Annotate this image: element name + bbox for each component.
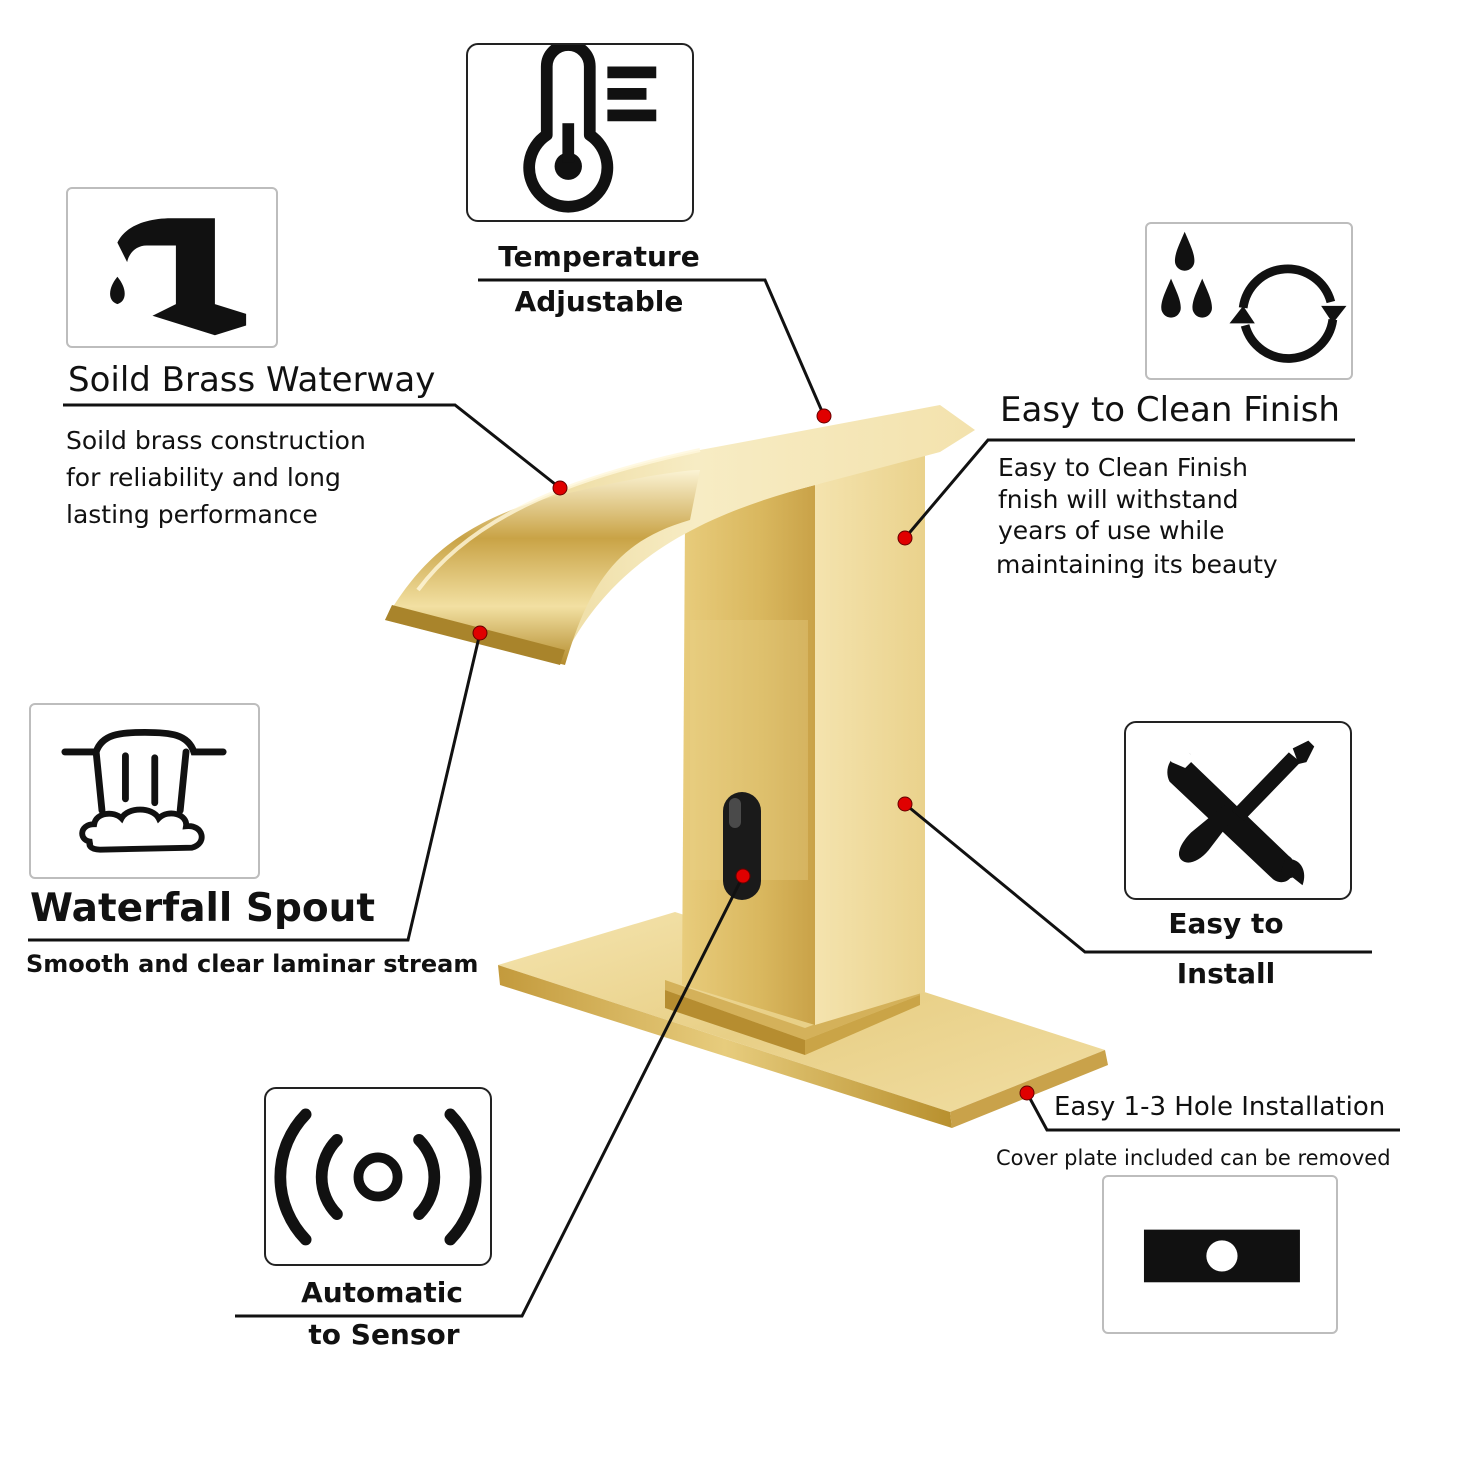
marker-temperature <box>816 408 832 424</box>
sensor-title-line1: Automatic <box>301 1276 463 1309</box>
callout-line-waterway <box>63 403 561 490</box>
callout-line-hole <box>1025 1092 1400 1132</box>
waterfall-icon <box>61 728 227 853</box>
waterfall-icon-box <box>29 703 260 879</box>
marker-waterway <box>552 480 568 496</box>
sensor-window <box>723 792 761 900</box>
thermometer-icon <box>523 45 657 213</box>
marker-install <box>897 796 913 812</box>
drops-cycle-icon <box>1161 231 1347 363</box>
callout-lines <box>28 278 1400 1318</box>
markers <box>472 408 1035 1101</box>
install-title-line2: Install <box>1176 957 1276 990</box>
marker-waterfall <box>472 625 488 641</box>
single-hole-plate-icon <box>1143 1229 1300 1283</box>
waterway-title: Soild Brass Waterway <box>68 360 436 400</box>
waterfall-title: Waterfall Spout <box>30 886 376 931</box>
clean-finish-title: Easy to Clean Finish <box>1000 390 1340 430</box>
callout-line-sensor <box>235 875 745 1318</box>
clean-finish-desc-line1: Easy to Clean Finish <box>998 453 1248 482</box>
sensor-title-line2: to Sensor <box>308 1318 460 1351</box>
install-title-line1: Easy to <box>1168 907 1284 940</box>
waterway-desc-line1: Soild brass construction <box>66 426 366 455</box>
base-collar <box>665 980 920 1055</box>
waterfall-desc: Smooth and clear laminar stream <box>26 950 479 978</box>
waterway-desc-line3: lasting performance <box>66 500 318 529</box>
clean-finish-desc-line3: years of use while <box>998 516 1225 545</box>
hole-desc: Cover plate included can be removed <box>996 1146 1391 1170</box>
callout-line-install <box>904 802 1372 954</box>
temperature-title-line2: Adjustable <box>514 285 684 318</box>
callout-line-temperature <box>478 278 826 417</box>
faucet-body <box>682 450 925 1025</box>
faucet-drop-icon <box>110 218 247 336</box>
waterway-desc-line2: for reliability and long <box>66 463 341 492</box>
sensor-waves-icon <box>274 1108 482 1246</box>
clean-finish-desc-line2: fnish will withstand <box>998 485 1239 514</box>
clean-finish-desc-line4: maintaining its beauty <box>996 550 1278 579</box>
marker-clean-finish <box>897 530 913 546</box>
marker-sensor <box>735 868 751 884</box>
marker-hole <box>1019 1085 1035 1101</box>
temperature-icon-box <box>466 43 694 222</box>
sensor-icon-box <box>264 1087 492 1266</box>
temperature-title-line1: Temperature <box>498 240 700 273</box>
wrench-screwdriver-icon <box>1165 740 1315 886</box>
hole-title: Easy 1-3 Hole Installation <box>1054 1092 1386 1122</box>
clean-finish-icon-box <box>1145 222 1353 380</box>
callout-line-waterfall <box>28 632 482 942</box>
callout-line-clean-finish <box>903 438 1355 539</box>
install-icon-box <box>1124 721 1352 900</box>
waterway-icon-box <box>66 187 278 348</box>
hole-icon-box <box>1102 1175 1338 1334</box>
